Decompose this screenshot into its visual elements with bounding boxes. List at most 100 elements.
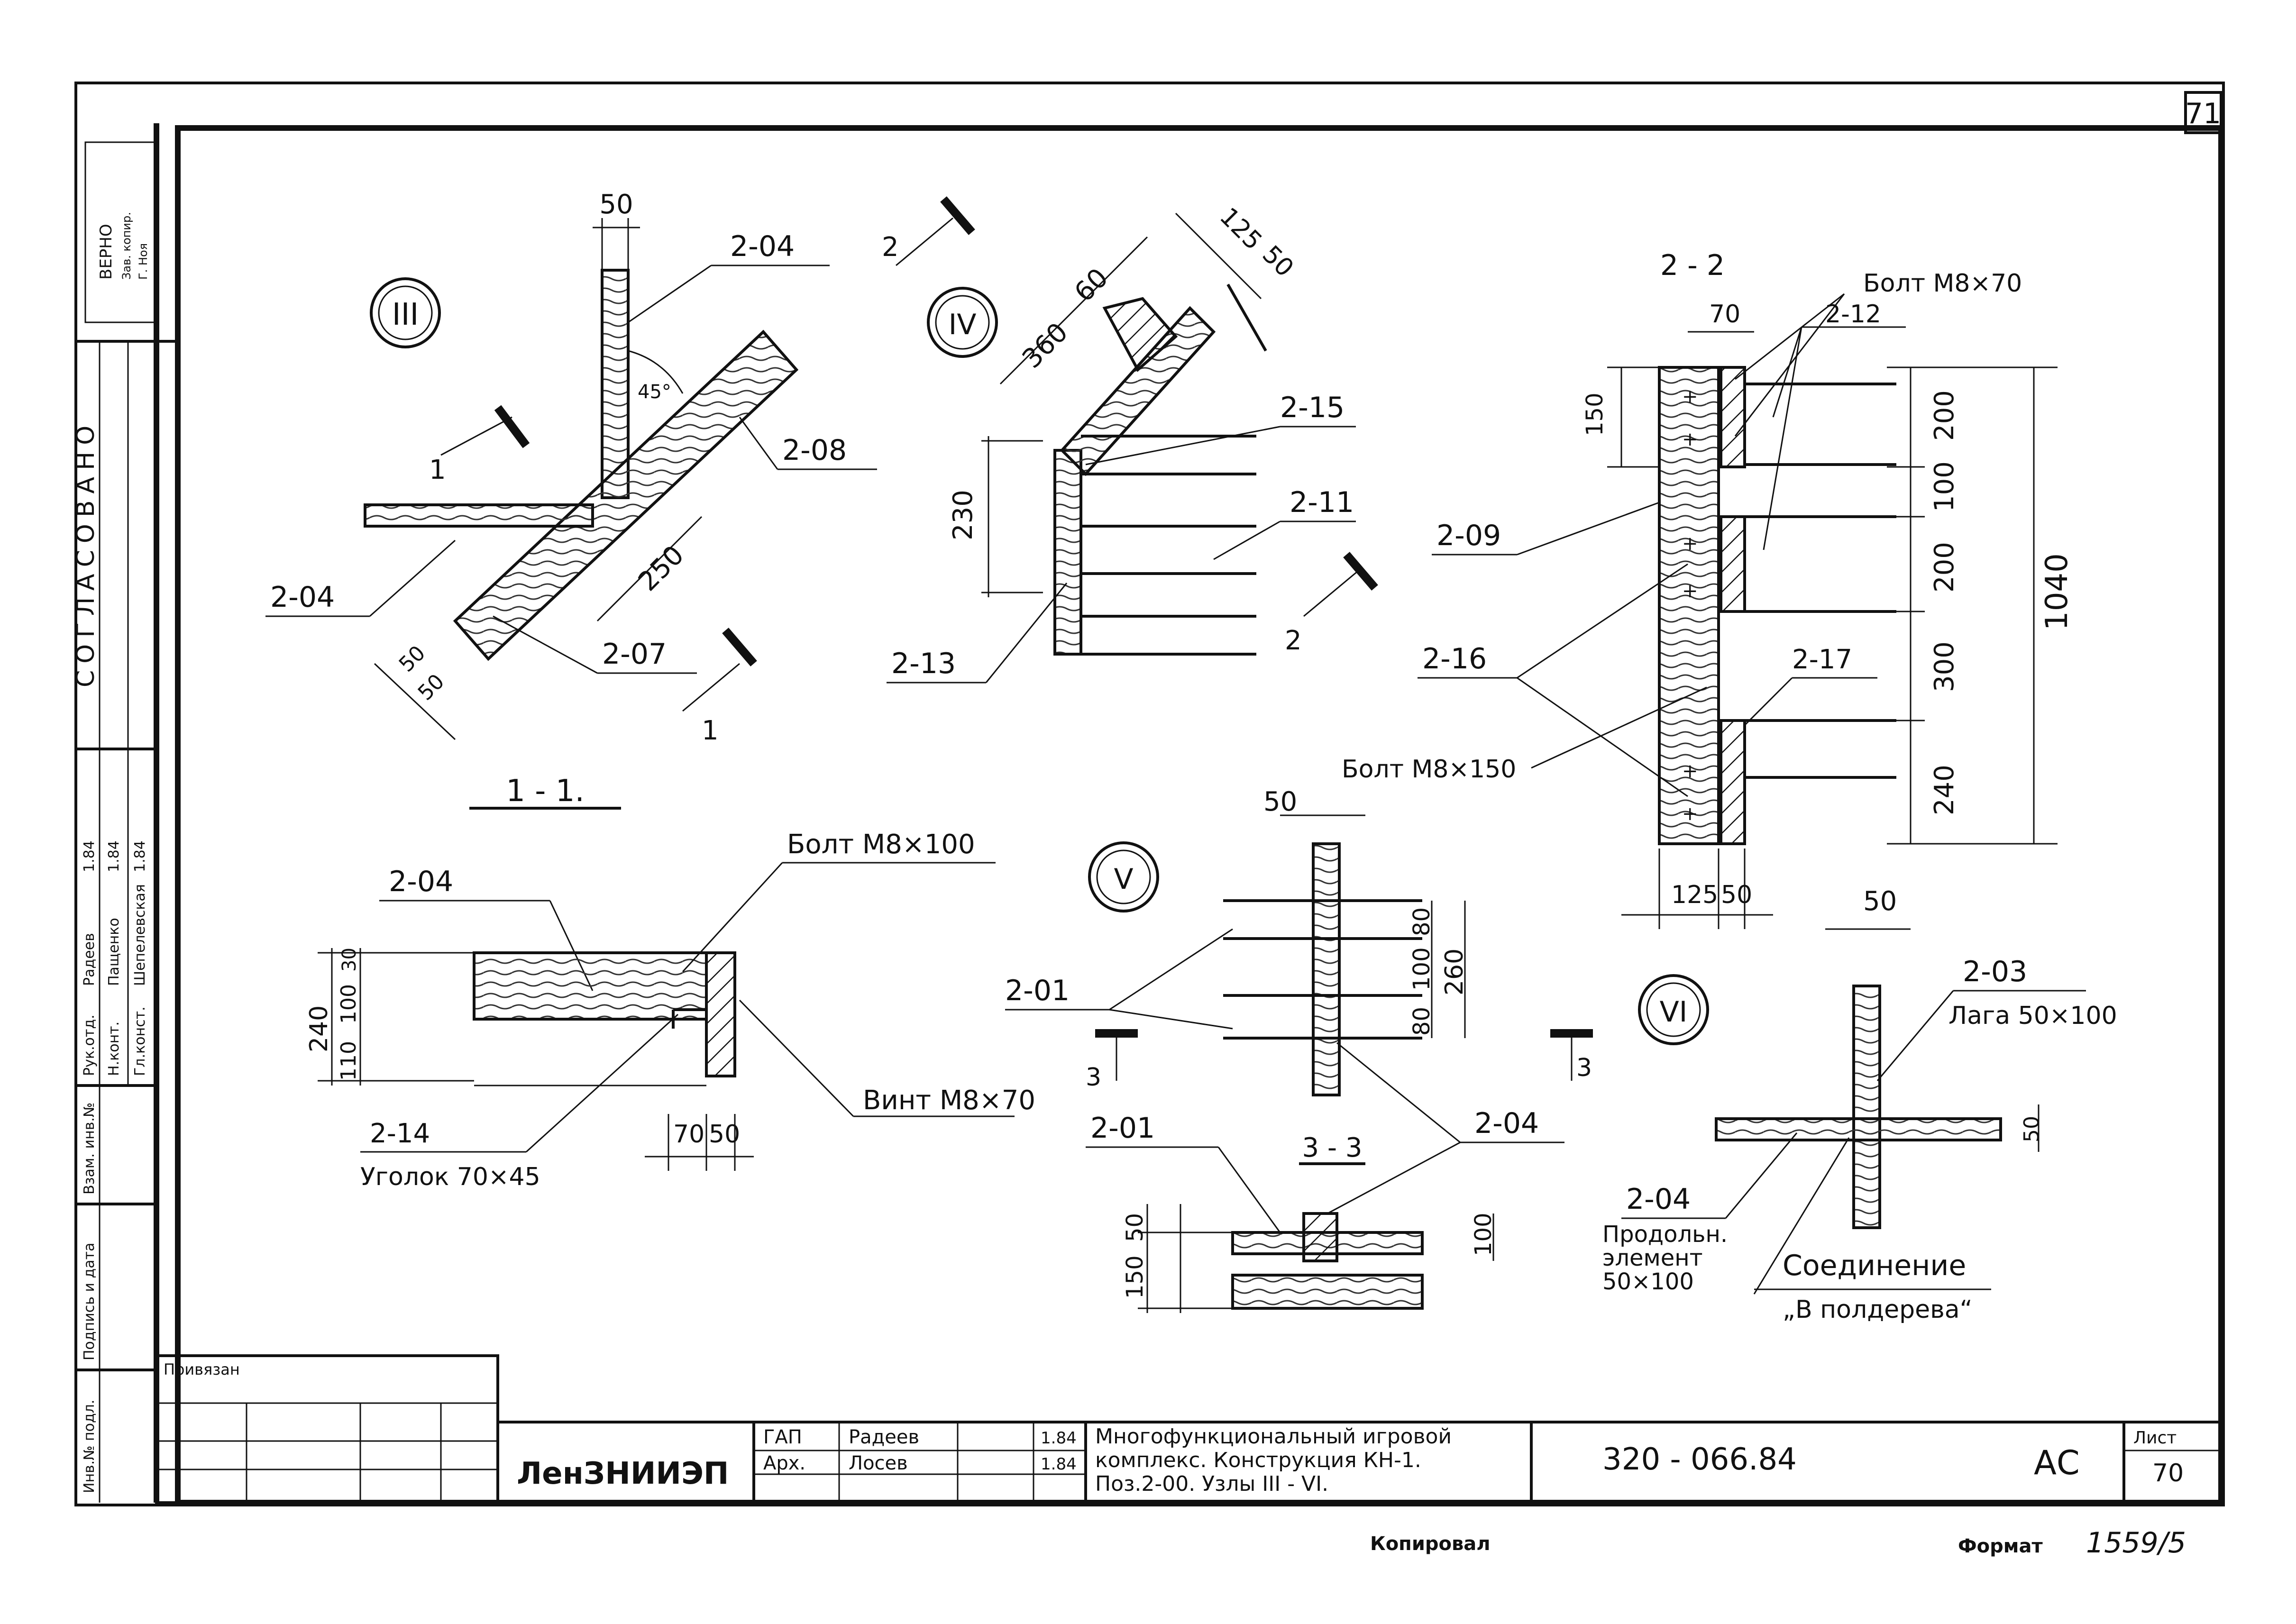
node-4-cut-2: 2: [1285, 625, 1302, 656]
privyazan-label: Привязан: [164, 1360, 240, 1378]
node-3-dim-250: 250: [632, 539, 690, 597]
s22-dim-125: 125: [1671, 881, 1718, 909]
node-6-label-left: 2-04: [1626, 1183, 1691, 1216]
node-6-lag: Лага 50×100: [1948, 1002, 2117, 1030]
section-2-2: 2 - 2 + + + + + + 200 100 200 300 240 10…: [1342, 249, 2075, 929]
node-5-dim-50: 50: [1263, 786, 1297, 817]
node-5-label-2-04: 2-04: [1474, 1107, 1539, 1140]
s22-dim-total: 1040: [2040, 553, 2075, 630]
s11-dim-240: 240: [305, 1005, 333, 1052]
sheet-number-top: 71: [2185, 97, 2221, 130]
node-4-cut-1: 2: [882, 232, 899, 263]
node-4-dim-230: 230: [948, 490, 979, 540]
sheet-number-box: [2184, 91, 2223, 134]
node-3-cut-1: 1: [429, 455, 446, 485]
section-1-1-title: 1 - 1.: [506, 774, 585, 809]
s22-bolt-top: Болт М8×70: [1863, 269, 2022, 298]
s22-dim-200a: 200: [1929, 390, 1960, 441]
node-4-dim-125: 125: [1214, 202, 1268, 256]
s22-dim-100: 100: [1929, 461, 1960, 512]
stamp-role-1: ГАП: [763, 1426, 802, 1448]
bolt-cross-2: +: [1682, 429, 1698, 450]
signer-name-2: Пащенко: [106, 918, 122, 986]
verno-stamp: [84, 141, 157, 323]
signer-role-2: Н.конт.: [106, 1022, 122, 1076]
node-6-label-top: 2-03: [1963, 955, 2027, 988]
signer-date-2: 1.84: [106, 840, 122, 872]
s11-label-2-04: 2-04: [389, 865, 453, 898]
node-4-dim-360: 360: [1016, 317, 1074, 374]
bolt-cross-4: +: [1682, 580, 1698, 602]
sheet-stage: АС: [2034, 1443, 2080, 1482]
bolt-cross-3: +: [1682, 533, 1698, 555]
verno-2: Зав. копир.: [120, 212, 133, 280]
node-3-dim-top: 50: [599, 189, 633, 220]
s11-dim-110: 110: [337, 1041, 361, 1081]
node-4-marker: IV: [949, 308, 977, 341]
stamp-date-1: 1.84: [1041, 1429, 1077, 1448]
sheet-label: Лист: [2133, 1428, 2177, 1448]
signer-role-1: Рук.отд.: [81, 1014, 98, 1076]
node-5-label-1: 2-01: [1005, 974, 1070, 1007]
section-2-2-title: 2 - 2: [1660, 249, 1725, 282]
s22-dim-240: 240: [1929, 765, 1960, 815]
bolt-cross-6: +: [1682, 803, 1698, 825]
verno-1: ВЕРНО: [97, 224, 116, 280]
stamp-name-2: Лосев: [849, 1452, 908, 1474]
s22-label-2-16: 2-16: [1422, 642, 1487, 675]
section-3-3-title: 3 - 3: [1302, 1132, 1362, 1163]
node-5-dim-80a: 80: [1409, 907, 1435, 936]
node-5-dim-260: 260: [1440, 949, 1469, 995]
node-4-label-2: 2-11: [1290, 486, 1354, 519]
stamp-date-2: 1.84: [1041, 1455, 1077, 1474]
s22-dim-200b: 200: [1929, 542, 1960, 593]
s22-label-2-17: 2-17: [1792, 644, 1852, 675]
node-3-label-2: 2-08: [782, 434, 847, 467]
signer-date-1: 1.84: [81, 840, 98, 872]
title-line-1: Многофункциональный игровой: [1095, 1424, 1452, 1449]
node-4-label-1: 2-15: [1280, 391, 1345, 424]
stamp-name-1: Радеев: [849, 1426, 919, 1448]
node-5-cut-2: 3: [1576, 1054, 1592, 1082]
node-3: III 45° 50 250 50 50 2-04 2-08 2-04 2-07: [265, 189, 877, 810]
field-sign: Подпись и дата: [81, 1243, 98, 1361]
node-3-dim-50b: 50: [413, 669, 449, 705]
node-5-dim-80b: 80: [1409, 1007, 1435, 1036]
node-3-dim-50a: 50: [394, 641, 430, 677]
s22-label-2-12: 2-12: [1825, 300, 1881, 328]
node-5-dim-100: 100: [1409, 947, 1435, 991]
node-6-marker: VI: [1660, 995, 1688, 1029]
node-4-dim-60: 60: [1069, 263, 1114, 308]
verno-3: Г. Ноя: [137, 243, 150, 280]
s33-label-2-01: 2-01: [1090, 1112, 1155, 1145]
s11-dim-30: 30: [338, 948, 360, 972]
node-3-angle: 45°: [638, 381, 671, 403]
organization: ЛенЗНИИЭП: [517, 1456, 729, 1491]
node-3-marker: III: [392, 297, 419, 332]
node-6-connection-2: „В полдерева“: [1783, 1296, 1973, 1324]
node-5-cut-1: 3: [1086, 1063, 1101, 1092]
s11-label-2-14: 2-14: [370, 1118, 430, 1149]
node-6-element-3: 50×100: [1602, 1268, 1694, 1295]
s22-bolt-bottom: Болт М8×150: [1342, 755, 1516, 784]
signer-name-3: Шепелевская: [132, 884, 148, 986]
copied-label: Копировал: [1370, 1533, 1491, 1555]
s22-dim-50: 50: [1721, 881, 1752, 909]
s11-dim-100: 100: [337, 984, 361, 1024]
node-5-marker: V: [1114, 863, 1133, 896]
s22-dim-300: 300: [1929, 641, 1960, 692]
title-line-2: комплекс. Конструкция КН-1.: [1095, 1448, 1421, 1472]
title-block: Привязан ЛенЗНИИЭП ГАП Радеев 1.84 Арх. …: [155, 1354, 2223, 1560]
node-4-dim-50: 50: [1257, 240, 1299, 283]
node-6-element-2: элемент: [1602, 1245, 1703, 1271]
node-3-label-1: 2-04: [730, 230, 795, 263]
s11-angle-label: Уголок 70×45: [360, 1163, 540, 1191]
approved-label: СОГЛАСОВАНО: [72, 419, 100, 687]
s22-label-2-09: 2-09: [1436, 519, 1501, 552]
field-vzam: Взам. инв.№: [81, 1103, 98, 1195]
format-label: Формат: [1958, 1535, 2043, 1557]
s33-dim-50: 50: [1122, 1213, 1148, 1242]
s33-dim-100: 100: [1470, 1213, 1497, 1256]
sheet-number: 70: [2152, 1459, 2184, 1487]
